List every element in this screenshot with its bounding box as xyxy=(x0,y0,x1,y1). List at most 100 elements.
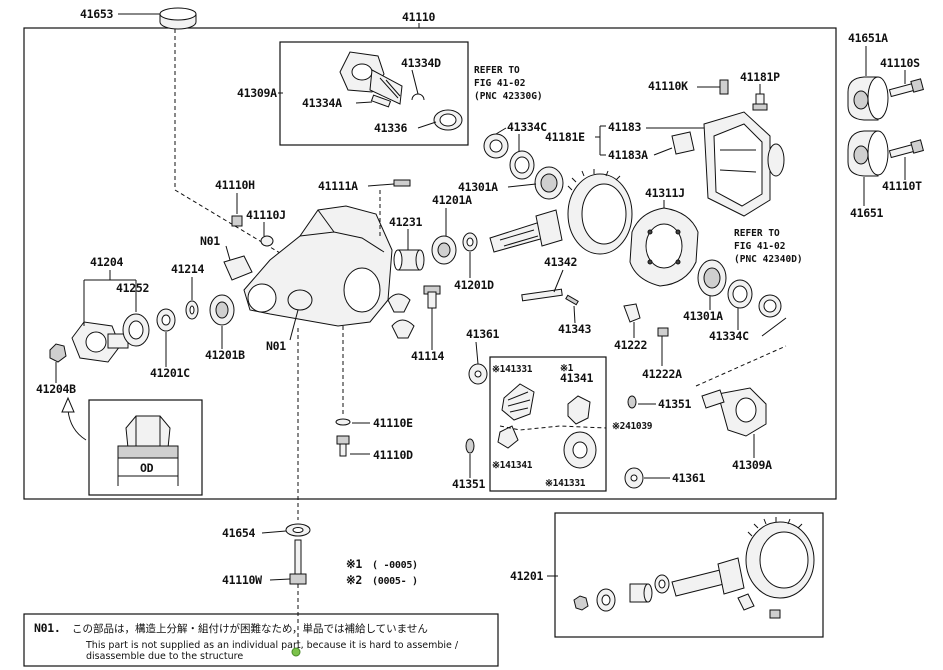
main-assembly-frame xyxy=(23,27,837,500)
od-label: OD xyxy=(140,461,154,475)
note-english-line2: disassemble due to the structure xyxy=(86,651,243,662)
label-41341-a-mark: ※1 xyxy=(560,363,574,374)
snap-ring-41334D xyxy=(411,93,425,101)
label-41654: 41654 xyxy=(222,526,255,540)
label-N01-b: N01 xyxy=(266,339,286,353)
label-41341-b: ※141341 xyxy=(492,460,533,471)
label-41204: 41204 xyxy=(90,255,123,269)
bolt-41114 xyxy=(423,285,441,309)
pin-41111A xyxy=(393,179,411,187)
label-41110H: 41110H xyxy=(215,178,255,192)
note-code: N01. xyxy=(34,621,61,635)
pinion-gear-box xyxy=(489,356,607,492)
label-41204B: 41204B xyxy=(36,382,76,396)
carrier-cover xyxy=(703,111,785,217)
label-41039: ※241039 xyxy=(612,421,653,432)
set-bolt-2 xyxy=(769,609,781,619)
label-41341-a: 41341 xyxy=(560,371,593,385)
set-nut xyxy=(573,595,589,611)
label-41222A: 41222A xyxy=(642,367,682,381)
label-41351-b: 41351 xyxy=(658,397,691,411)
footnote-1-mark: ※1 xyxy=(346,557,362,571)
label-41181E: 41181E xyxy=(545,130,585,144)
plug-41110J xyxy=(260,235,274,247)
label-41201A: 41201A xyxy=(432,193,472,207)
pinion-41341-a xyxy=(567,395,591,425)
label-41201: 41201 xyxy=(510,569,543,583)
flange-41204 xyxy=(71,321,129,363)
label-41334C-mid: 41334C xyxy=(709,329,749,343)
label-41334C-top: 41334C xyxy=(507,120,547,134)
label-41651A: 41651A xyxy=(848,31,888,45)
label-N01-a: N01 xyxy=(200,234,220,248)
label-41183: 41183 xyxy=(608,120,641,134)
nut-41204B xyxy=(49,343,67,363)
label-41334A: 41334A xyxy=(302,96,342,110)
label-41331-b: ※141331 xyxy=(545,478,586,489)
bolt-41222 xyxy=(623,303,641,323)
race-41334C-mid xyxy=(727,279,753,309)
refer-top-line3: (PNC 42330G) xyxy=(474,91,543,102)
cover-41651A xyxy=(847,76,889,121)
label-41361-b: 41361 xyxy=(672,471,705,485)
label-41214: 41214 xyxy=(171,262,204,276)
label-41651: 41651 xyxy=(850,206,883,220)
label-41351-a: 41351 xyxy=(452,477,485,491)
bolt-41334A xyxy=(370,94,392,108)
label-41336: 41336 xyxy=(374,121,407,135)
pin-41343 xyxy=(565,294,579,306)
bearing-41201B xyxy=(209,294,235,326)
oil-seal-41336 xyxy=(433,109,463,131)
footnote-2-text: (0005- ) xyxy=(372,576,418,587)
label-41309A-bottom: 41309A xyxy=(732,458,772,472)
pinion-41341-b xyxy=(497,425,519,449)
label-41301A-top: 41301A xyxy=(458,180,498,194)
refer-right-line3: (PNC 42340D) xyxy=(734,254,803,265)
set-bearing-2 xyxy=(654,574,670,594)
label-41252: 41252 xyxy=(116,281,149,295)
bearing-41201A xyxy=(431,235,457,265)
race-41201D xyxy=(462,232,478,252)
cap-41653 xyxy=(159,7,197,30)
nut-detail-drawing xyxy=(117,415,179,486)
note-box xyxy=(23,613,499,667)
washer-41201C xyxy=(156,308,176,332)
bearing-41334C-top xyxy=(483,133,509,159)
label-41361-a: 41361 xyxy=(466,327,499,341)
label-41201D: 41201D xyxy=(454,278,494,292)
plug-41110K xyxy=(719,79,729,95)
label-41201B: 41201B xyxy=(205,348,245,362)
label-41343: 41343 xyxy=(558,322,591,336)
label-41114: 41114 xyxy=(411,349,444,363)
plug-41110D xyxy=(336,435,350,457)
bearing-race-41334C xyxy=(509,150,535,180)
label-41110T: 41110T xyxy=(882,179,922,193)
refer-right-line1: REFER TO xyxy=(734,228,780,239)
label-41181P: 41181P xyxy=(740,70,780,84)
set-bolt-1 xyxy=(737,593,755,611)
bearing-41301A-top xyxy=(534,166,564,200)
footnote-1-text: ( -0005) xyxy=(372,560,418,571)
set-ring-gear xyxy=(745,517,815,599)
refer-right-line2: FIG 41-02 xyxy=(734,241,785,252)
label-41183A: 41183A xyxy=(608,148,648,162)
washer-41351-b xyxy=(627,395,637,409)
seal-41654 xyxy=(285,523,311,537)
cursor-dot-icon xyxy=(291,647,301,657)
bolt-41110T xyxy=(888,139,924,159)
label-41653: 41653 xyxy=(80,7,113,21)
washer-41222A xyxy=(657,327,669,337)
diff-case-41311J xyxy=(629,207,699,287)
washer-41351-a xyxy=(465,438,475,454)
side-gear-41331-a xyxy=(501,383,535,421)
label-41110D: 41110D xyxy=(373,448,413,462)
bolt-41181P xyxy=(752,93,768,111)
label-41201C: 41201C xyxy=(150,366,190,380)
label-41342: 41342 xyxy=(544,255,577,269)
set-bearing-1 xyxy=(596,588,616,612)
companion-flange-41309A-bottom xyxy=(701,387,767,437)
drive-pinion xyxy=(489,209,563,253)
gasket-41110E xyxy=(335,418,351,426)
ring-gear-set-box xyxy=(554,512,824,638)
thrust-washer-41361-b xyxy=(624,467,644,489)
